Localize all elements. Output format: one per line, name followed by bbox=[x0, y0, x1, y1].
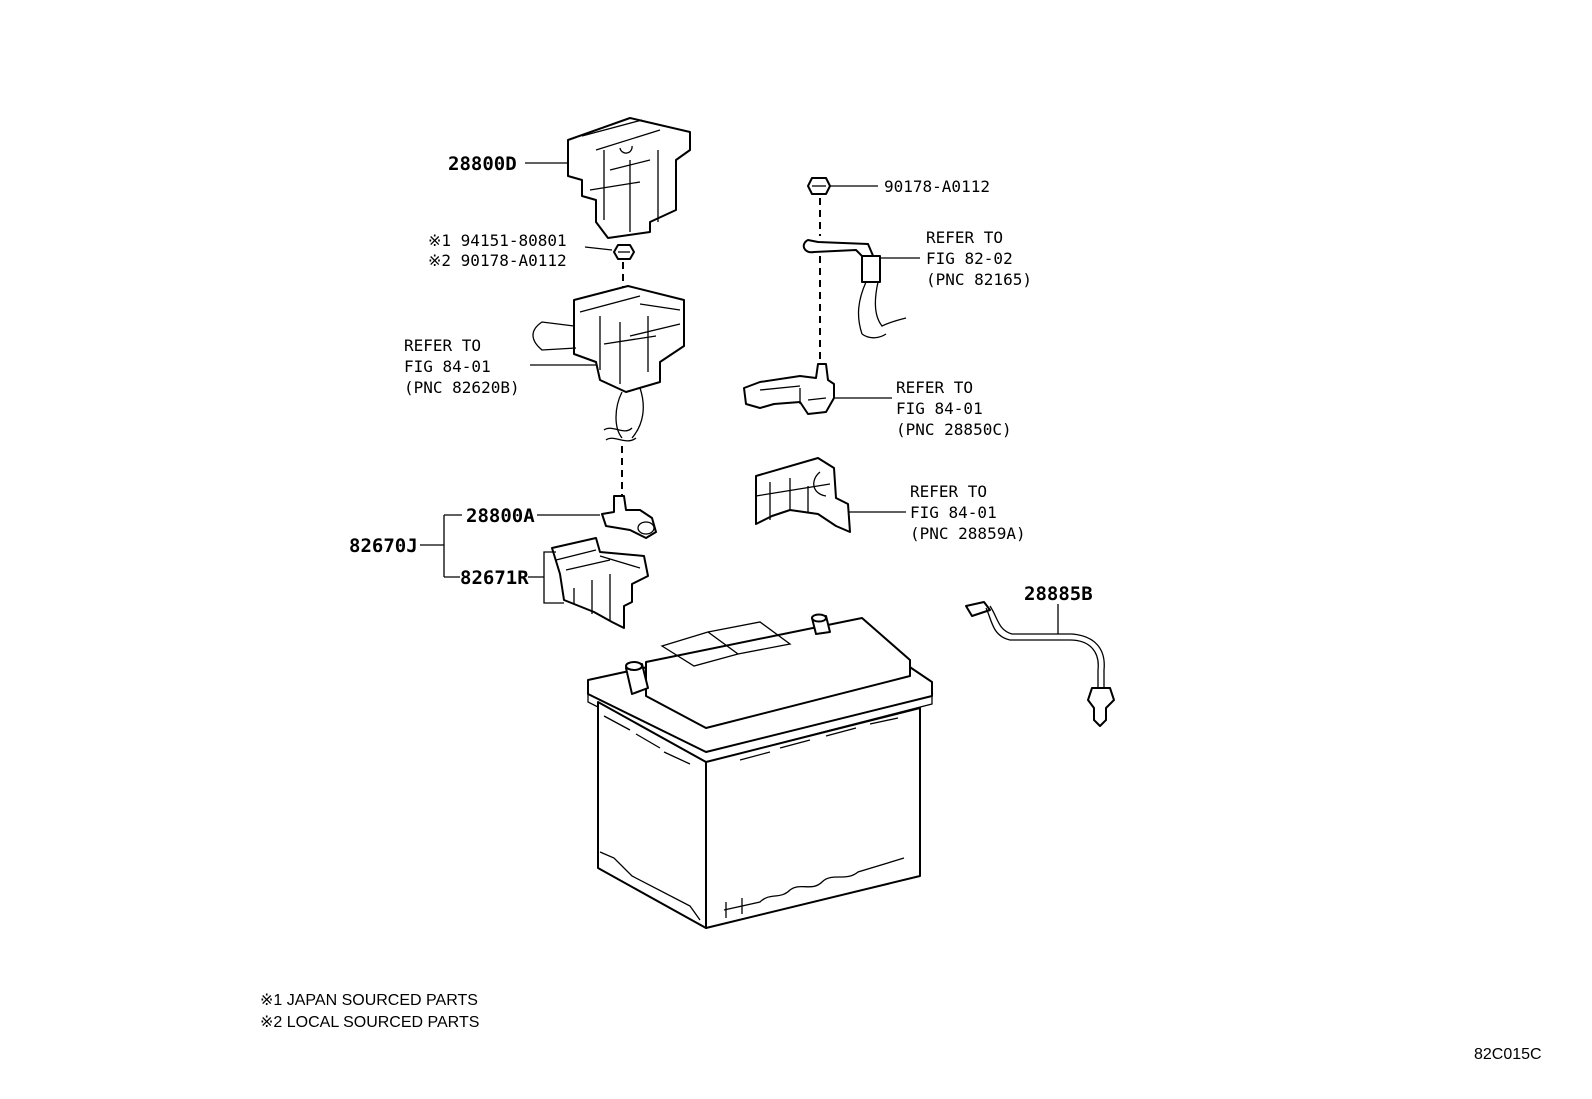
part-cover-82671R bbox=[551, 537, 649, 629]
ref-28850C-line3: (PNC 28850C) bbox=[896, 420, 1012, 439]
footnote-2: ※2 LOCAL SOURCED PARTS bbox=[260, 1014, 479, 1031]
footnote-1: ※1 JAPAN SOURCED PARTS bbox=[260, 992, 478, 1009]
part-number-82670J: 82670J bbox=[349, 535, 418, 557]
part-28800D-cover bbox=[567, 117, 691, 239]
part-ground-cable bbox=[802, 239, 907, 339]
part-number-28800A: 28800A bbox=[466, 505, 535, 527]
part-number-90178-A0112: 90178-A0112 bbox=[884, 177, 990, 196]
figure-code: 82C015C bbox=[1474, 1046, 1542, 1063]
part-number-28800D: 28800D bbox=[448, 153, 517, 175]
ref-28859A-line3: (PNC 28859A) bbox=[910, 524, 1026, 543]
ref-28850C-line1: REFER TO bbox=[896, 378, 973, 397]
part-nut-90178 bbox=[807, 177, 831, 195]
part-sensor bbox=[743, 363, 835, 415]
ref-82165-line3: (PNC 82165) bbox=[926, 270, 1032, 289]
ref-28859A-line1: REFER TO bbox=[910, 482, 987, 501]
part-bracket-cover bbox=[755, 457, 851, 533]
part-vent-hose-28885B bbox=[965, 601, 1115, 727]
ref-28859A-line2: FIG 84-01 bbox=[910, 503, 997, 522]
ref-82165-line1: REFER TO bbox=[926, 228, 1003, 247]
part-number-28885B: 28885B bbox=[1024, 583, 1093, 605]
part-fuse-block bbox=[532, 285, 685, 442]
part-nut-94151 bbox=[613, 244, 635, 260]
part-number-90178-A0112-local: ※2 90178-A0112 bbox=[428, 251, 567, 270]
part-number-82671R: 82671R bbox=[460, 567, 529, 589]
ref-82165-line2: FIG 82-02 bbox=[926, 249, 1013, 268]
part-terminal-28800A bbox=[601, 495, 657, 539]
battery bbox=[587, 613, 933, 929]
ref-28850C-line2: FIG 84-01 bbox=[896, 399, 983, 418]
ref-82620B-line3: (PNC 82620B) bbox=[404, 378, 520, 397]
ref-82620B-line2: FIG 84-01 bbox=[404, 357, 491, 376]
part-number-94151-80801: ※1 94151-80801 bbox=[428, 231, 567, 250]
ref-82620B-line1: REFER TO bbox=[404, 336, 481, 355]
